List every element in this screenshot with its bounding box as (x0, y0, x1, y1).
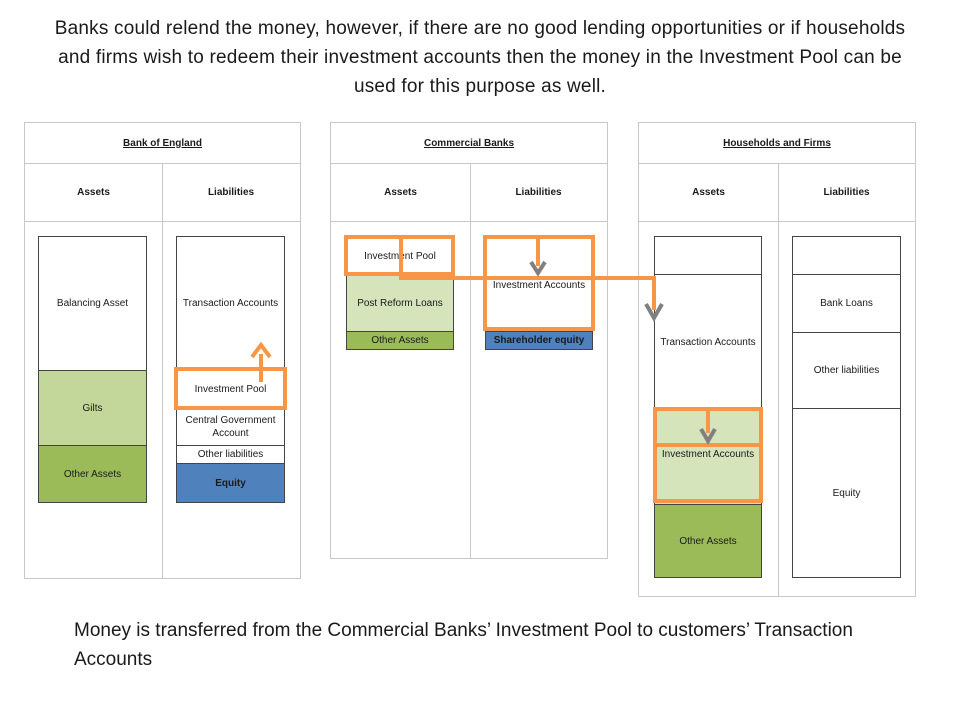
cb-liab-investment-accounts: Investment Accounts (485, 237, 593, 332)
hf-asset-transaction-accounts: Transaction Accounts (654, 274, 762, 410)
column-divider (470, 163, 471, 558)
assets-header: Assets (25, 163, 162, 222)
column-divider (162, 163, 163, 578)
hf-liab-top-empty (792, 236, 901, 275)
hf-asset-other: Other Assets (654, 504, 762, 578)
boe-liab-other: Other liabilities (176, 445, 285, 464)
liabilities-header: Liabilities (162, 163, 300, 222)
cb-asset-investment-pool: Investment Pool (346, 237, 454, 276)
hf-asset-investment-accounts: Investment Accounts (654, 409, 762, 505)
hf-liab-bank-loans: Bank Loans (792, 274, 901, 333)
hf-asset-top-empty (654, 236, 762, 275)
boe-asset-gilts: Gilts (38, 370, 147, 446)
panel-title: Commercial Banks (331, 123, 607, 164)
boe-liab-central-government: Central Government Account (176, 407, 285, 446)
boe-liab-investment-pool: Investment Pool (176, 370, 285, 408)
cb-liab-shareholder-equity: Shareholder equity (485, 331, 593, 350)
hf-liab-equity: Equity (792, 408, 901, 578)
boe-liab-transaction-accounts: Transaction Accounts (176, 236, 285, 371)
assets-header: Assets (639, 163, 778, 222)
cb-asset-other: Other Assets (346, 331, 454, 350)
assets-header: Assets (331, 163, 470, 222)
column-divider (778, 163, 779, 596)
boe-asset-balancing: Balancing Asset (38, 236, 147, 371)
top-caption: Banks could relend the money, however, i… (54, 18, 906, 97)
boe-asset-other: Other Assets (38, 445, 147, 503)
panel-title: Households and Firms (639, 123, 915, 164)
liabilities-header: Liabilities (470, 163, 607, 222)
liabilities-header: Liabilities (778, 163, 915, 222)
panel-title: Bank of England (25, 123, 300, 164)
boe-liab-equity: Equity (176, 463, 285, 503)
cb-asset-post-reform-loans: Post Reform Loans (346, 275, 454, 332)
hf-liab-other: Other liabilities (792, 332, 901, 409)
bottom-caption: Money is transferred from the Commercial… (74, 620, 853, 670)
